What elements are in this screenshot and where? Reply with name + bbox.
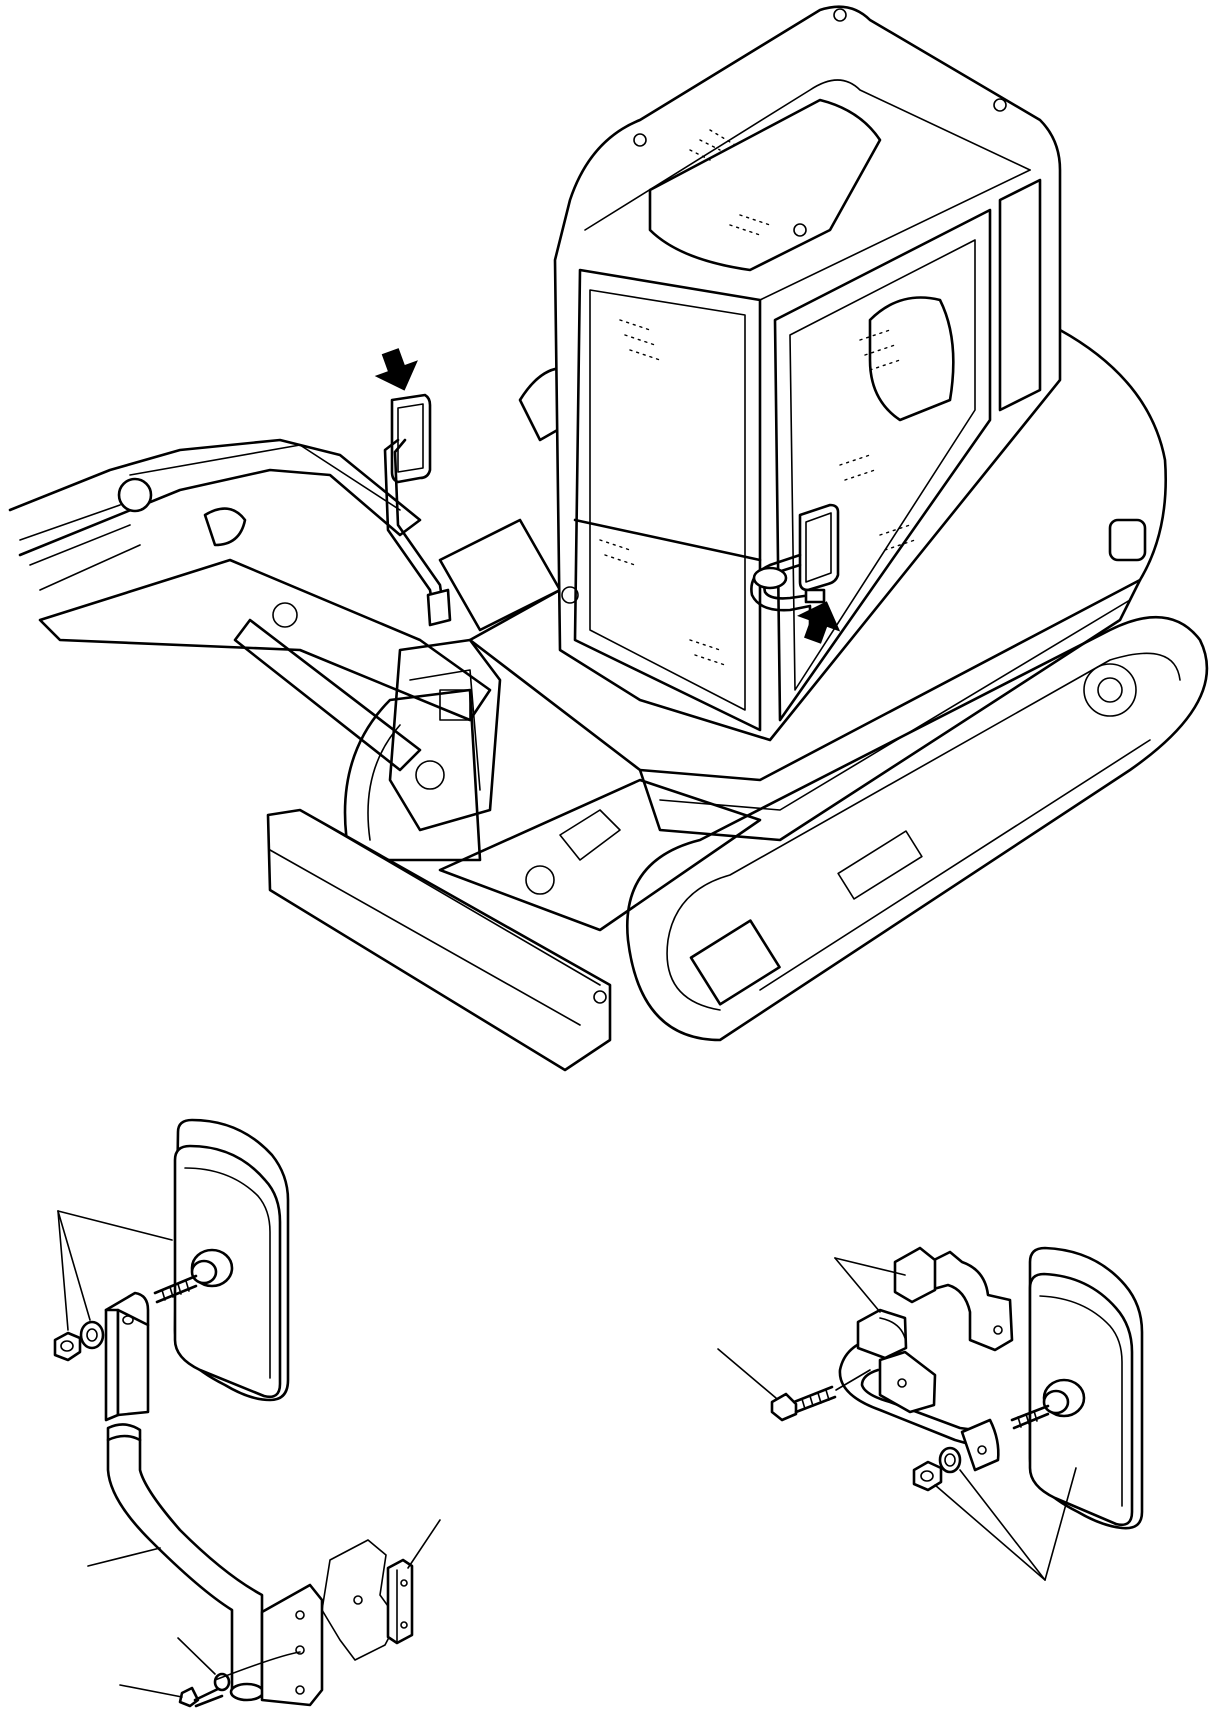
clamp-right bbox=[856, 1246, 1014, 1414]
dozer-blade bbox=[266, 808, 612, 1072]
shim-plate-left bbox=[321, 1539, 399, 1661]
leader-lines-left bbox=[57, 1210, 441, 1698]
excavator-overview bbox=[8, 5, 1209, 1072]
swing-bracket bbox=[388, 638, 502, 832]
nut-washer-right bbox=[912, 1446, 962, 1492]
operator-cab bbox=[553, 5, 1062, 742]
stay-tube-left bbox=[106, 1423, 265, 1702]
bracket-upper-left bbox=[104, 1291, 150, 1422]
right-mirror-assembly bbox=[717, 1246, 1144, 1581]
crawler-track bbox=[625, 615, 1209, 1042]
callout-arrow-left-mirror bbox=[374, 348, 418, 391]
boom bbox=[8, 438, 492, 772]
back-plate-left bbox=[386, 1558, 414, 1645]
left-mirror-on-machine bbox=[383, 393, 452, 627]
mirror-head-right bbox=[1028, 1246, 1144, 1530]
leader-lines-right bbox=[717, 1257, 1077, 1581]
nut-washer-left bbox=[53, 1320, 105, 1362]
callout-arrow-right-mirror bbox=[797, 601, 841, 644]
left-mirror-assembly bbox=[53, 1118, 441, 1708]
upper-structure bbox=[438, 328, 1167, 842]
bolt-washer-left bbox=[178, 1651, 301, 1708]
bolt-right bbox=[770, 1369, 871, 1422]
mirror-head-left bbox=[173, 1118, 290, 1402]
undercarriage bbox=[343, 688, 762, 932]
right-mirror-on-machine bbox=[750, 503, 840, 627]
mounting-plate-left bbox=[260, 1583, 324, 1707]
